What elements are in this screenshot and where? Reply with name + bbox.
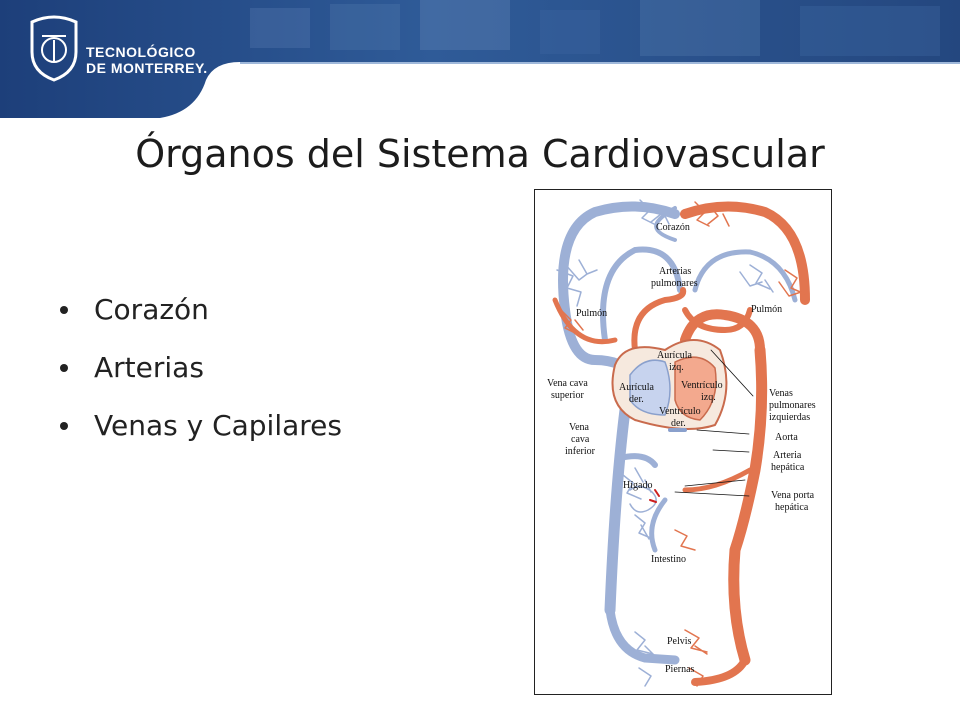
label-pulmon-izq: Pulmón <box>576 308 607 319</box>
label-piernas: Piernas <box>665 664 695 675</box>
label-venas-pulmonares-2: pulmonares <box>769 400 816 411</box>
label-arteria-hepatica-2: hepática <box>771 462 805 473</box>
logo-line-1: TECNOLÓGICO <box>86 44 196 60</box>
label-ventriculo-der-1: Ventrículo <box>659 406 701 417</box>
label-corazon: Corazón <box>656 222 690 233</box>
bullet-item-venas: Venas y Capilares <box>56 402 342 460</box>
header-banner: TECNOLÓGICO DE MONTERREY. <box>0 0 960 118</box>
label-aorta: Aorta <box>775 432 798 443</box>
label-ventriculo-izq-1: Ventrículo <box>681 380 723 391</box>
label-intestino: Intestino <box>651 554 686 565</box>
label-vena-cava-superior-1: Vena cava <box>547 378 588 389</box>
label-auricula-izq-2: izq. <box>669 362 684 373</box>
label-ventriculo-izq-2: izq. <box>701 392 716 403</box>
logo-text: TECNOLÓGICO DE MONTERREY. <box>86 44 208 76</box>
circulatory-diagram: Corazón Arterias pulmonares Pulmón Pulmó… <box>534 189 832 695</box>
logo <box>24 14 214 84</box>
label-vena-porta-2: hepática <box>775 502 809 513</box>
label-auricula-der-1: Aurícula <box>619 382 655 393</box>
label-arterias-pulmonares-1: Arterias <box>659 266 691 277</box>
seal-icon <box>30 15 78 82</box>
label-auricula-der-2: der. <box>629 394 644 405</box>
bullet-item-corazon: Corazón <box>56 286 342 344</box>
bullet-item-arterias: Arterias <box>56 344 342 402</box>
label-vena-cava-inferior-3: inferior <box>565 446 596 457</box>
label-pulmon-der: Pulmón <box>751 304 782 315</box>
label-venas-pulmonares-3: izquierdas <box>769 412 810 423</box>
slide-title: Órganos del Sistema Cardiovascular <box>135 132 825 176</box>
label-auricula-izq-1: Aurícula <box>657 350 693 361</box>
circulatory-illustration: Corazón Arterias pulmonares Pulmón Pulmó… <box>547 199 816 687</box>
label-vena-porta-1: Vena porta <box>771 490 815 501</box>
label-venas-pulmonares-1: Venas <box>769 388 793 399</box>
label-higado: Hígado <box>623 480 652 491</box>
logo-line-2: DE MONTERREY. <box>86 60 208 76</box>
label-pelvis: Pelvis <box>667 636 692 647</box>
label-vena-cava-inferior-1: Vena <box>569 422 590 433</box>
label-vena-cava-superior-2: superior <box>551 390 584 401</box>
bullet-list: Corazón Arterias Venas y Capilares <box>56 286 342 460</box>
label-ventriculo-der-2: der. <box>671 418 686 429</box>
label-arterias-pulmonares-2: pulmonares <box>651 278 698 289</box>
label-vena-cava-inferior-2: cava <box>571 434 590 445</box>
label-arteria-hepatica-1: Arteria <box>773 450 802 461</box>
